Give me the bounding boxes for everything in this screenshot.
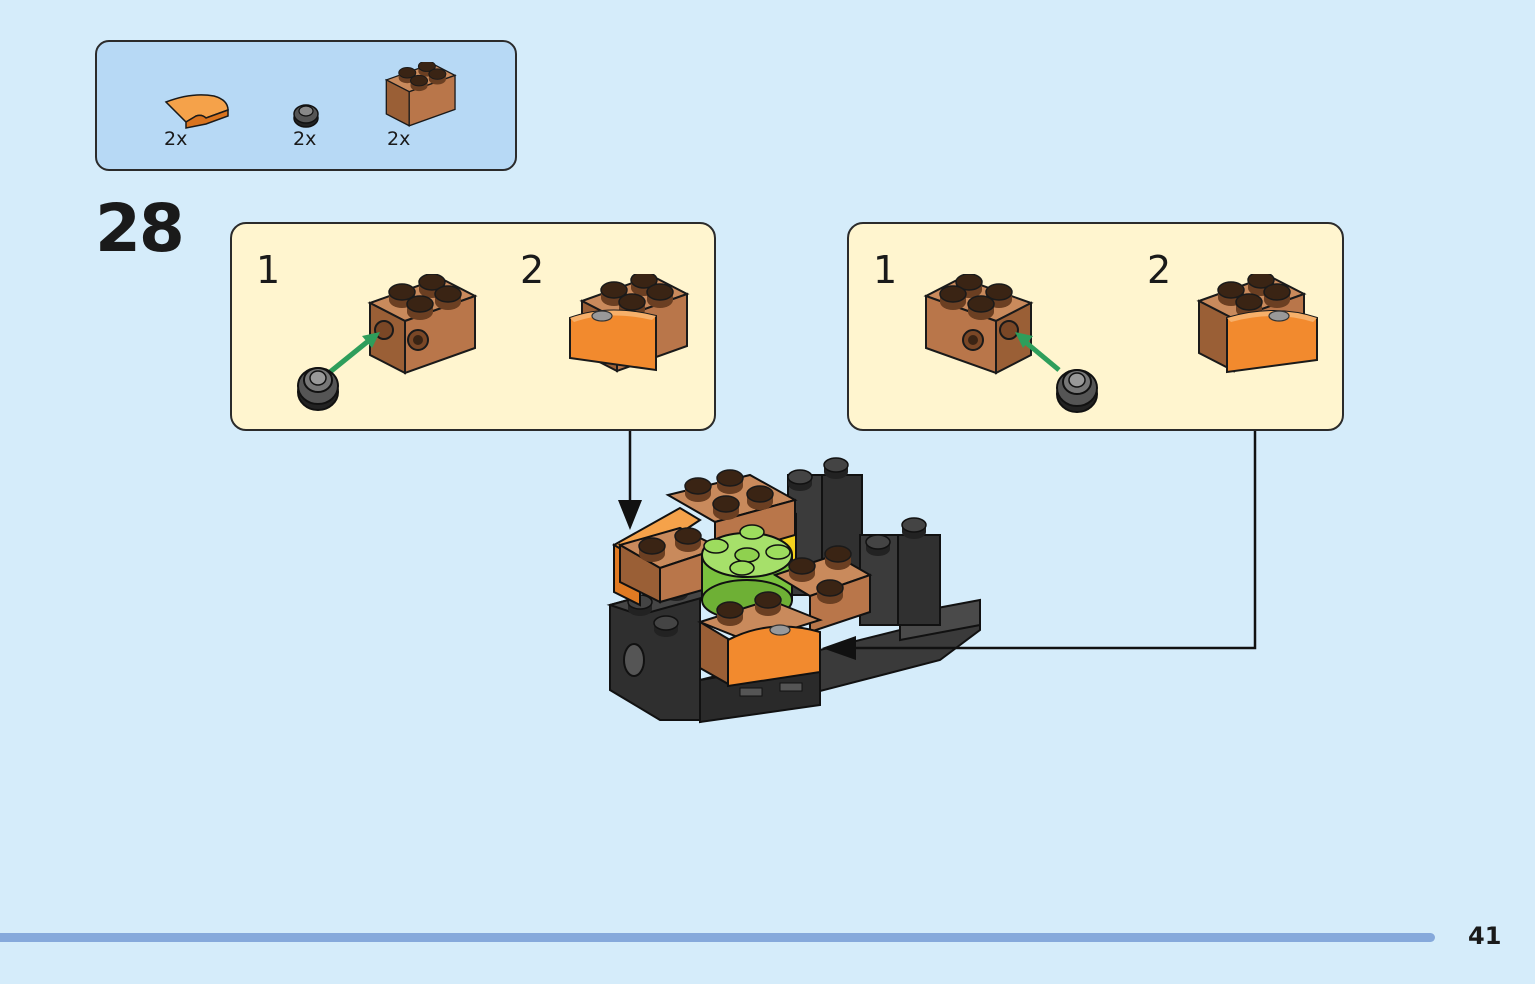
substep-2-illustration (569, 274, 698, 384)
substep-1-illustration (919, 274, 1098, 413)
sub-assembly-callout-left: 1 2 (230, 222, 716, 431)
substep-number: 1 (873, 248, 898, 292)
substep-number: 2 (520, 248, 545, 292)
step-number: 28 (95, 190, 185, 267)
sub-assembly-callout-right: 1 2 (847, 222, 1344, 431)
lime-round-piece (701, 524, 793, 621)
brown-brick-front (697, 591, 823, 688)
part-quantity: 2x (387, 128, 411, 150)
substep-1-illustration (297, 274, 492, 411)
substep-number: 2 (1147, 248, 1172, 292)
dark-gray-round-plate-icon (293, 104, 319, 128)
orange-curved-slope-icon (164, 94, 229, 129)
substep-2-illustration (1195, 274, 1318, 374)
connector-arrow-right (822, 431, 1257, 660)
part-quantity: 2x (293, 128, 317, 150)
connector-arrow-left (618, 431, 642, 530)
page-number: 41 (1468, 922, 1502, 950)
page-progress-bar (0, 933, 1435, 942)
part-quantity: 2x (164, 128, 188, 150)
dark-base (606, 457, 981, 724)
parts-list-panel: 2x 2x 2x (95, 40, 517, 171)
substep-number: 1 (256, 248, 281, 292)
